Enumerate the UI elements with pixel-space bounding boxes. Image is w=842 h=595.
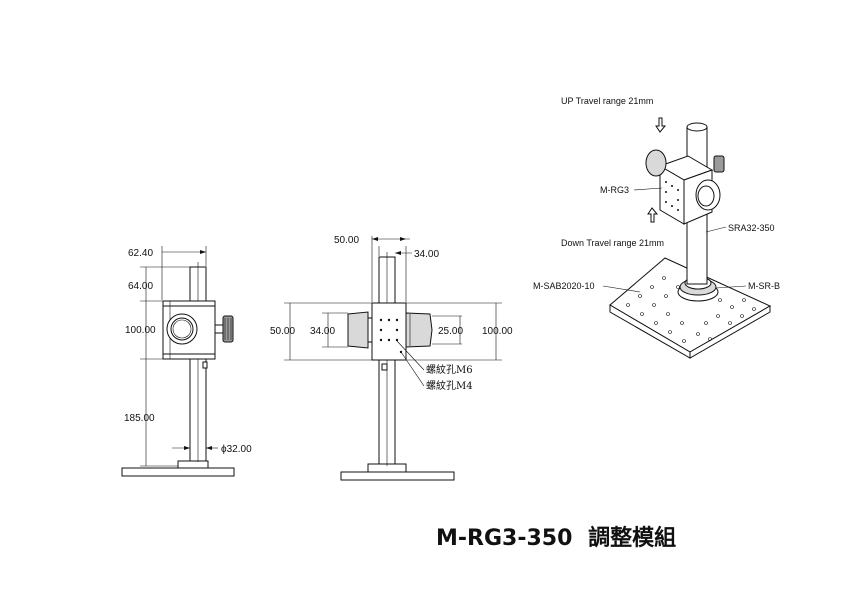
up-arrow-icon (655, 117, 667, 133)
dim-left-inner: 34.00 (310, 326, 335, 337)
front-view: 62.40 64.00 100.00 185.00 ϕ32.00 (121, 246, 252, 477)
front-rod-base (177, 460, 209, 469)
label-base-plate: M-SAB2020-10 (533, 281, 595, 291)
label-down-travel: Down Travel range 21mm (561, 238, 664, 248)
dim-upper-height: 64.00 (128, 281, 153, 292)
side-left-knob (347, 311, 369, 349)
side-view: 50.00 34.00 50.00 34.00 25.00 100.00 螺紋孔… (270, 235, 513, 481)
title-name: 調整模組 (588, 526, 677, 551)
label-block: M-RG3 (600, 185, 629, 195)
iso-left-knob (645, 149, 667, 177)
title-model: M-RG3-350 (436, 526, 573, 551)
side-block-holes (379, 318, 403, 354)
label-up-travel: UP Travel range 21mm (561, 96, 653, 106)
dim-lower-height: 185.00 (124, 413, 155, 424)
note-hole-m4: 螺紋孔M4 (426, 379, 473, 392)
dim-right-height: 100.00 (482, 326, 513, 337)
note-hole-m6: 螺紋孔M6 (426, 363, 473, 376)
label-rod: SRA32-350 (728, 223, 775, 233)
dim-block-width: 50.00 (334, 235, 359, 246)
side-block (371, 302, 407, 361)
dim-right-inner: 25.00 (438, 326, 463, 337)
dim-rod-offset: 34.00 (414, 249, 439, 260)
drawing-title: M-RG3-350 調整模組 (436, 520, 676, 552)
dim-left-height: 50.00 (270, 326, 295, 337)
side-right-knob (405, 312, 433, 348)
iso-view: UP Travel range 21mm Down Travel range 2… (533, 96, 780, 359)
front-base-plate (121, 467, 235, 477)
iso-block-holes (665, 181, 679, 211)
side-base-plate (340, 471, 455, 481)
down-arrow-icon (647, 207, 659, 223)
label-rod-base: M-SR-B (748, 281, 780, 291)
dim-top-width: 62.40 (128, 248, 153, 259)
dim-block-height: 100.00 (125, 325, 156, 336)
dim-rod-diameter: ϕ32.00 (221, 444, 252, 455)
